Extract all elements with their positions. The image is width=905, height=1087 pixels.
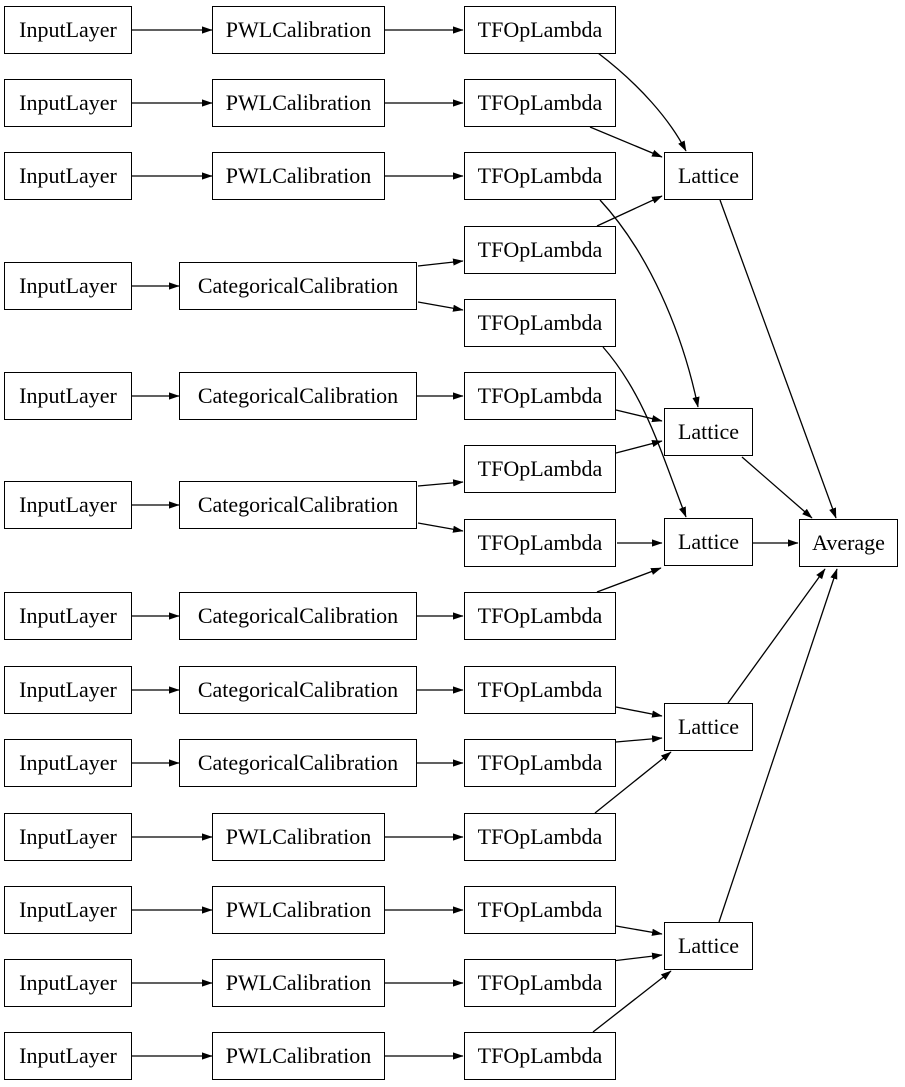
edge-lam12-to-lat5 <box>611 952 663 962</box>
node-cat4: CategoricalCalibration <box>179 262 417 310</box>
edge-lat4-to-avg <box>727 568 826 704</box>
node-lat2: Lattice <box>664 408 753 456</box>
edge-lam5-to-lat2 <box>615 409 663 423</box>
edge-cat4-to-lam4a <box>417 258 464 267</box>
node-lam5: TFOpLambda <box>464 372 616 420</box>
edge-lam4a-to-lat1 <box>596 195 663 227</box>
node-in2: InputLayer <box>4 79 132 127</box>
node-cat6: CategoricalCalibration <box>179 481 417 529</box>
node-pwl13: PWLCalibration <box>212 1032 385 1080</box>
node-lam12: TFOpLambda <box>464 959 616 1007</box>
edge-lam11-to-lat5 <box>615 925 663 936</box>
node-lam8: TFOpLambda <box>464 666 616 714</box>
edge-cat6-to-lam6a <box>417 479 464 487</box>
node-lam13: TFOpLambda <box>464 1032 616 1080</box>
node-lam6a: TFOpLambda <box>464 445 616 493</box>
edge-lam7-to-lat3 <box>596 567 662 593</box>
node-pwl2: PWLCalibration <box>212 79 385 127</box>
edge-lat1-to-avg <box>719 199 837 519</box>
node-lat1: Lattice <box>664 152 753 200</box>
node-in8: InputLayer <box>4 666 132 714</box>
edge-cat6-to-lam6b <box>417 522 464 533</box>
node-in10: InputLayer <box>4 813 132 861</box>
edge-lam4b-to-lat3 <box>602 346 687 518</box>
node-lam4b: TFOpLambda <box>464 299 616 347</box>
node-cat7: CategoricalCalibration <box>179 592 417 640</box>
node-pwl1: PWLCalibration <box>212 6 385 54</box>
node-in4: InputLayer <box>4 262 132 310</box>
node-lam1: TFOpLambda <box>464 6 616 54</box>
node-pwl12: PWLCalibration <box>212 959 385 1007</box>
node-cat9: CategoricalCalibration <box>179 739 417 787</box>
node-lam9: TFOpLambda <box>464 739 616 787</box>
node-pwl11: PWLCalibration <box>212 886 385 934</box>
node-in11: InputLayer <box>4 886 132 934</box>
node-lam4a: TFOpLambda <box>464 226 616 274</box>
node-pwl10: PWLCalibration <box>212 813 385 861</box>
node-in9: InputLayer <box>4 739 132 787</box>
node-in1: InputLayer <box>4 6 132 54</box>
node-cat5: CategoricalCalibration <box>179 372 417 420</box>
node-lam11: TFOpLambda <box>464 886 616 934</box>
edge-lat2-to-avg <box>741 456 813 519</box>
edge-lam6a-to-lat2 <box>615 440 663 454</box>
node-lat5: Lattice <box>664 922 753 970</box>
node-lam2: TFOpLambda <box>464 79 616 127</box>
node-in5: InputLayer <box>4 372 132 420</box>
node-in6: InputLayer <box>4 481 132 529</box>
edge-lam8-to-lat4 <box>615 706 663 718</box>
node-lat3: Lattice <box>664 518 753 566</box>
node-pwl3: PWLCalibration <box>212 152 385 200</box>
edge-lat5-to-avg <box>718 568 838 923</box>
node-in13: InputLayer <box>4 1032 132 1080</box>
edge-lam2-to-lat1 <box>589 126 663 158</box>
edge-lam1-to-lat1 <box>597 52 687 152</box>
node-lam6b: TFOpLambda <box>464 519 616 567</box>
edge-lam10-to-lat4 <box>594 751 672 814</box>
node-lam3: TFOpLambda <box>464 152 616 200</box>
node-cat8: CategoricalCalibration <box>179 666 417 714</box>
node-in7: InputLayer <box>4 592 132 640</box>
edge-lam3-to-lat2 <box>599 199 700 408</box>
edge-group <box>132 26 838 1060</box>
node-avg: Average <box>799 519 898 567</box>
edge-lam13-to-lat5 <box>592 970 672 1033</box>
node-in12: InputLayer <box>4 959 132 1007</box>
node-lat4: Lattice <box>664 703 753 751</box>
node-in3: InputLayer <box>4 152 132 200</box>
node-lam7: TFOpLambda <box>464 592 616 640</box>
node-lam10: TFOpLambda <box>464 813 616 861</box>
edge-cat4-to-lam4b <box>417 301 464 312</box>
edge-lam9-to-lat4 <box>615 735 663 743</box>
